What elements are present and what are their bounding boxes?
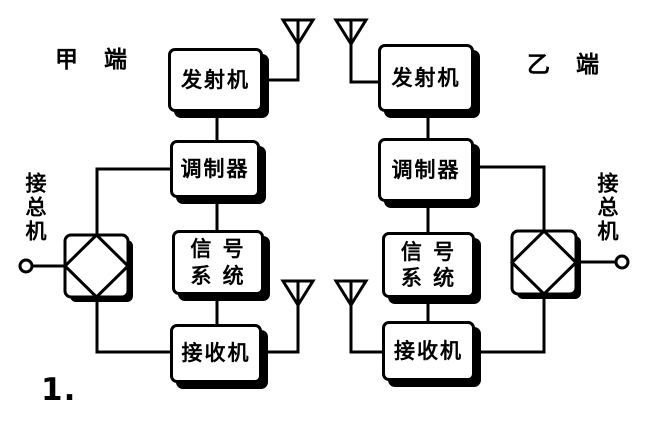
signal-system-box-right: 信 号 系 统 [382,232,475,298]
signal-system-label-right-line1: 信 号 [400,239,457,264]
receiver-box-right: 接收机 [382,321,475,381]
receiver-label-left: 接收机 [181,341,251,366]
switchboard-label-left: 接总机 [23,172,47,244]
transmitter-label-left: 发射机 [181,67,250,92]
modulator-box-right: 调制器 [378,138,474,202]
left-modulator-hybrid-line [95,167,172,235]
transmitter-box-right: 发射机 [378,44,474,112]
left-transmitter-antenna-feed-line [262,44,300,82]
hybrid-diamond-left [62,232,131,300]
end-label-left: 甲 端 [55,47,137,73]
transmitter-box-left: 发射机 [168,48,263,112]
figure-number: 1. [41,372,77,408]
signal-system-label-right-line2: 系 统 [400,266,457,290]
left-hybrid-receiver-line [95,297,172,354]
transmitter-label-right: 发射机 [391,65,461,90]
signal-system-box-left: 信 号 系 统 [172,230,264,295]
switchboard-label-right: 接总机 [595,172,619,244]
right-hybrid-receiver-line [476,294,546,354]
right-transmitter-antenna-feed-line [349,44,380,84]
receiver-label-right: 接收机 [394,338,463,363]
signal-system-label-left-line1: 信 号 [190,237,246,262]
right-modulator-hybrid-line [474,165,546,233]
receiver-box-left: 接收机 [170,324,262,383]
modulator-box-left: 调制器 [170,140,260,198]
end-label-right: 乙 端 [527,52,609,78]
right-receiver-antenna-feed-line [349,305,384,354]
signal-system-label-left-line2: 系 统 [190,263,246,288]
left-receiver-antenna-feed-line [262,305,300,354]
terminal-circle-right [614,254,630,270]
modulator-label-left: 调制器 [180,156,250,181]
terminal-circle-left [18,258,34,274]
hybrid-diamond-right [509,228,579,297]
modulator-label-right: 调制器 [391,157,461,182]
